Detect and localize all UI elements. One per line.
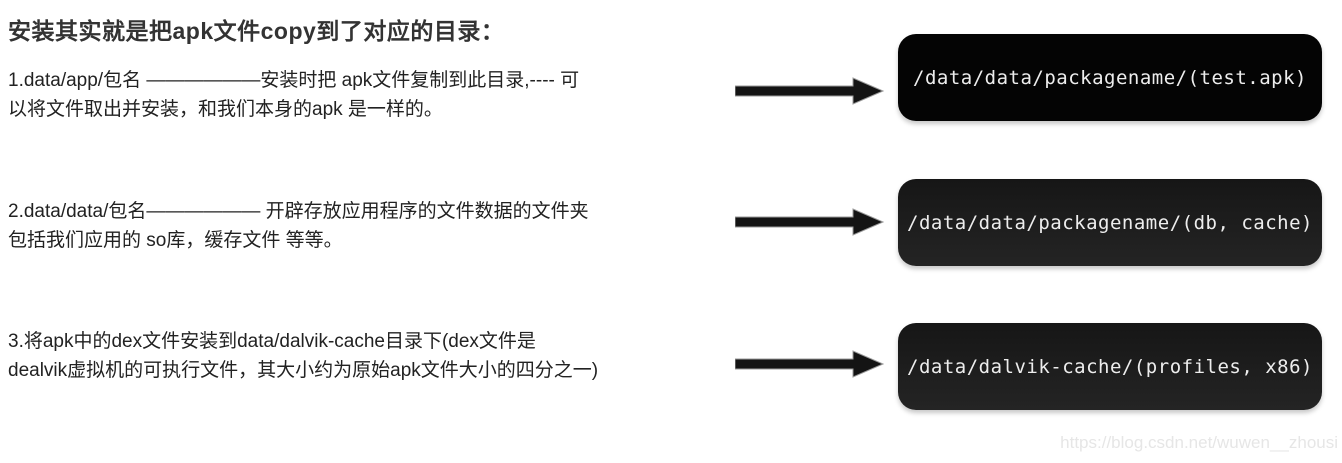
arrow-right-icon: [735, 349, 885, 379]
arrow-right-icon: [735, 207, 885, 237]
arrow-right-icon: [735, 76, 885, 106]
step-2-description-line-2: 包括我们应用的 so库，缓存文件 等等。: [8, 230, 343, 251]
path-box-3: /data/dalvik-cache/(profiles, x86): [898, 323, 1322, 410]
path-box-2: /data/data/packagename/(db, cache): [898, 179, 1322, 266]
step-1-description: 1.data/app/包名 ——————安装时把 apk文件复制到此目录,---…: [8, 66, 708, 124]
step-1-description-line-1: 1.data/app/包名 ——————安装时把 apk文件复制到此目录,---…: [8, 70, 580, 91]
step-3-description: 3.将apk中的dex文件安装到data/dalvik-cache目录下(dex…: [8, 327, 708, 385]
page-title: 安装其实就是把apk文件copy到了对应的目录：: [8, 18, 505, 44]
step-3-description-line-2: dealvik虚拟机的可执行文件，其大小约为原始apk文件大小的四分之一): [8, 360, 599, 381]
step-3-description-line-1: 3.将apk中的dex文件安装到data/dalvik-cache目录下(dex…: [8, 331, 536, 352]
path-text-3: /data/dalvik-cache/(profiles, x86): [907, 355, 1313, 378]
path-text-2: /data/data/packagename/(db, cache): [907, 211, 1313, 234]
path-text-1: /data/data/packagename/(test.apk): [913, 66, 1307, 89]
path-box-1: /data/data/packagename/(test.apk): [898, 34, 1322, 121]
step-2-description-line-1: 2.data/data/包名—————— 开辟存放应用程序的文件数据的文件夹: [8, 201, 589, 222]
watermark-text: https://blog.csdn.net/wuwen__zhousi: [1060, 433, 1338, 452]
step-1-description-line-2: 以将文件取出并安装，和我们本身的apk 是一样的。: [8, 99, 443, 120]
step-2-description: 2.data/data/包名—————— 开辟存放应用程序的文件数据的文件夹 包…: [8, 197, 708, 255]
